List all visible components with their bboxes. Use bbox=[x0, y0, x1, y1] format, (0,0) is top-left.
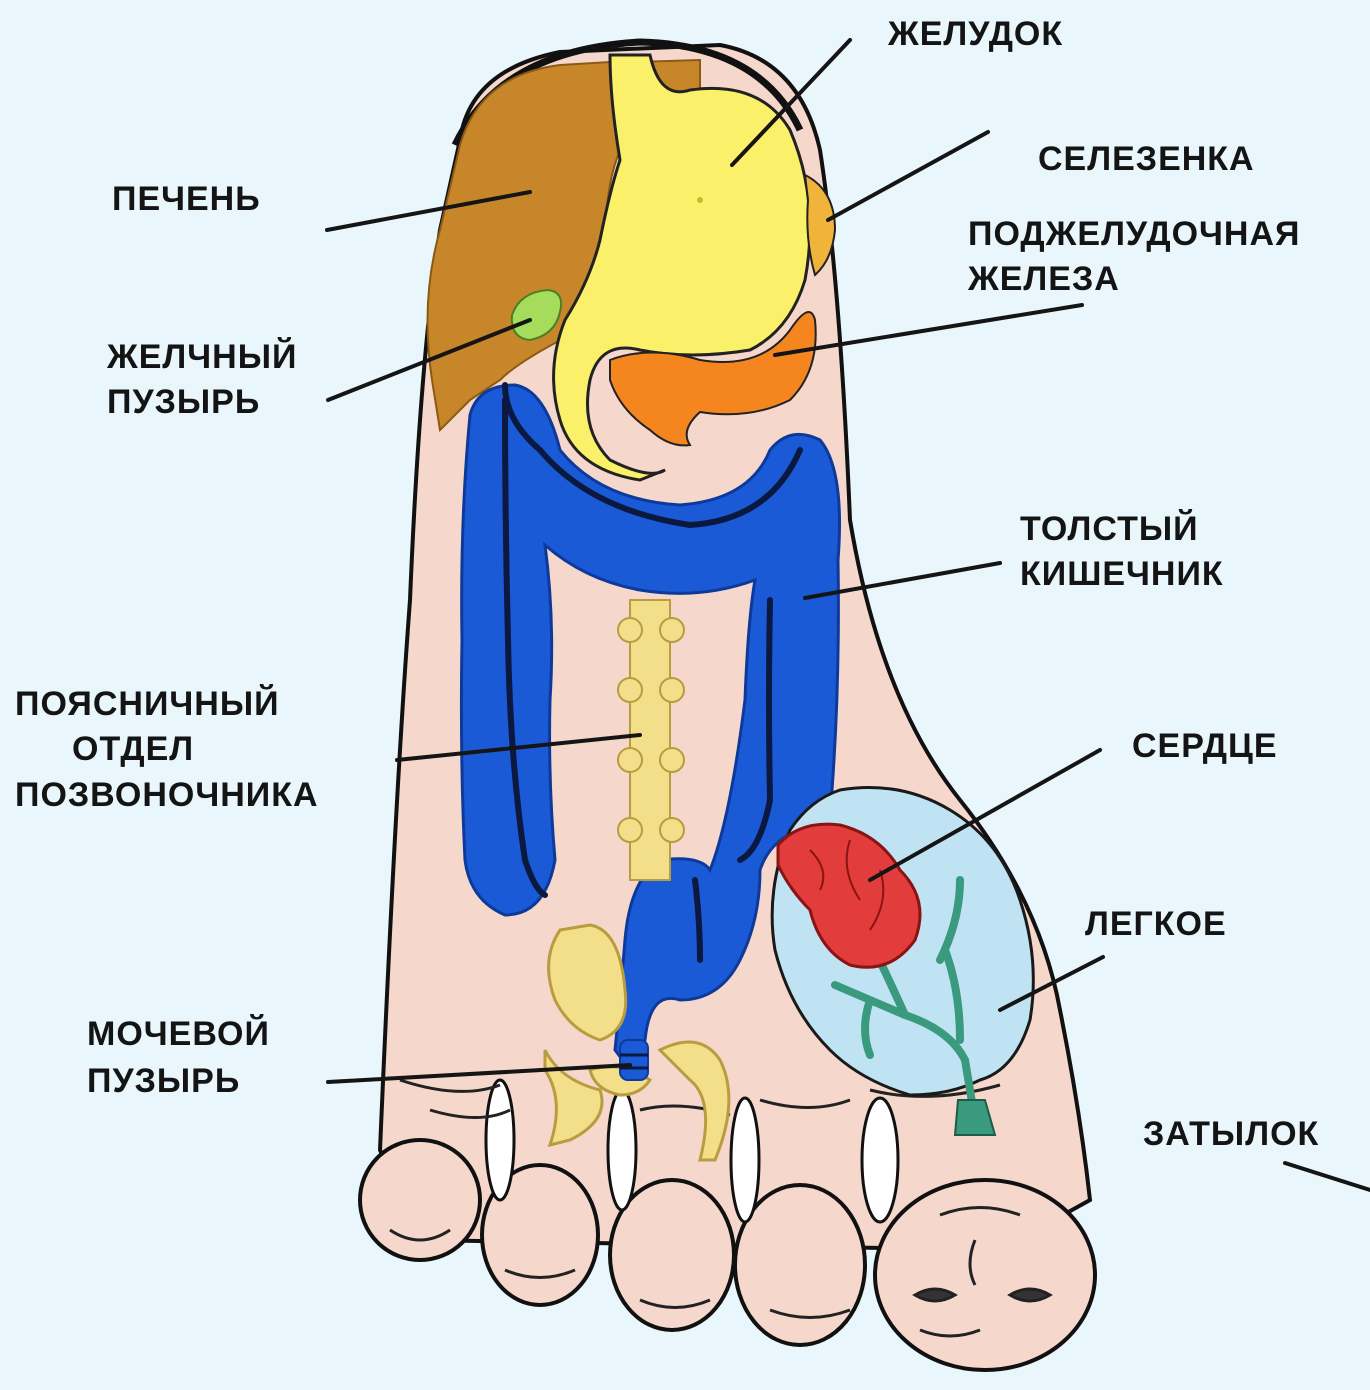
label-bladder-1: МОЧЕВОЙ bbox=[87, 1014, 270, 1053]
label-colon-1: ТОЛСТЫЙ bbox=[1020, 509, 1199, 548]
label-colon-2: КИШЕЧНИК bbox=[1020, 555, 1224, 593]
toe-gap-2 bbox=[608, 1090, 636, 1210]
label-bladder-2: ПУЗЫРЬ bbox=[87, 1062, 240, 1100]
label-occiput: ЗАТЫЛОК bbox=[1143, 1115, 1319, 1153]
label-pancreas-1: ПОДЖЕЛУДОЧНАЯ bbox=[968, 215, 1300, 253]
label-liver: ПЕЧЕНЬ bbox=[112, 180, 261, 218]
label-lumbar-3: ПОЗВОНОЧНИКА bbox=[15, 776, 319, 814]
label-lumbar-2: ОТДЕЛ bbox=[72, 730, 194, 768]
label-spleen: СЕЛЕЗЕНКА bbox=[1038, 140, 1255, 178]
label-gallbladder-1: ЖЕЛЧНЫЙ bbox=[106, 337, 297, 376]
label-lumbar-1: ПОЯСНИЧНЫЙ bbox=[15, 684, 280, 723]
label-pancreas-2: ЖЕЛЕЗА bbox=[967, 260, 1120, 298]
toe-gap-4 bbox=[862, 1098, 898, 1222]
label-lung: ЛЕГКОЕ bbox=[1085, 905, 1227, 943]
label-stomach: ЖЕЛУДОК bbox=[887, 15, 1063, 53]
label-gallbladder-2: ПУЗЫРЬ bbox=[107, 383, 260, 421]
toe-gap-1 bbox=[486, 1080, 514, 1200]
toe-gap-3 bbox=[731, 1098, 759, 1222]
label-heart: СЕРДЦЕ bbox=[1132, 727, 1278, 765]
toe-1 bbox=[360, 1140, 480, 1260]
bladder bbox=[620, 1040, 648, 1080]
